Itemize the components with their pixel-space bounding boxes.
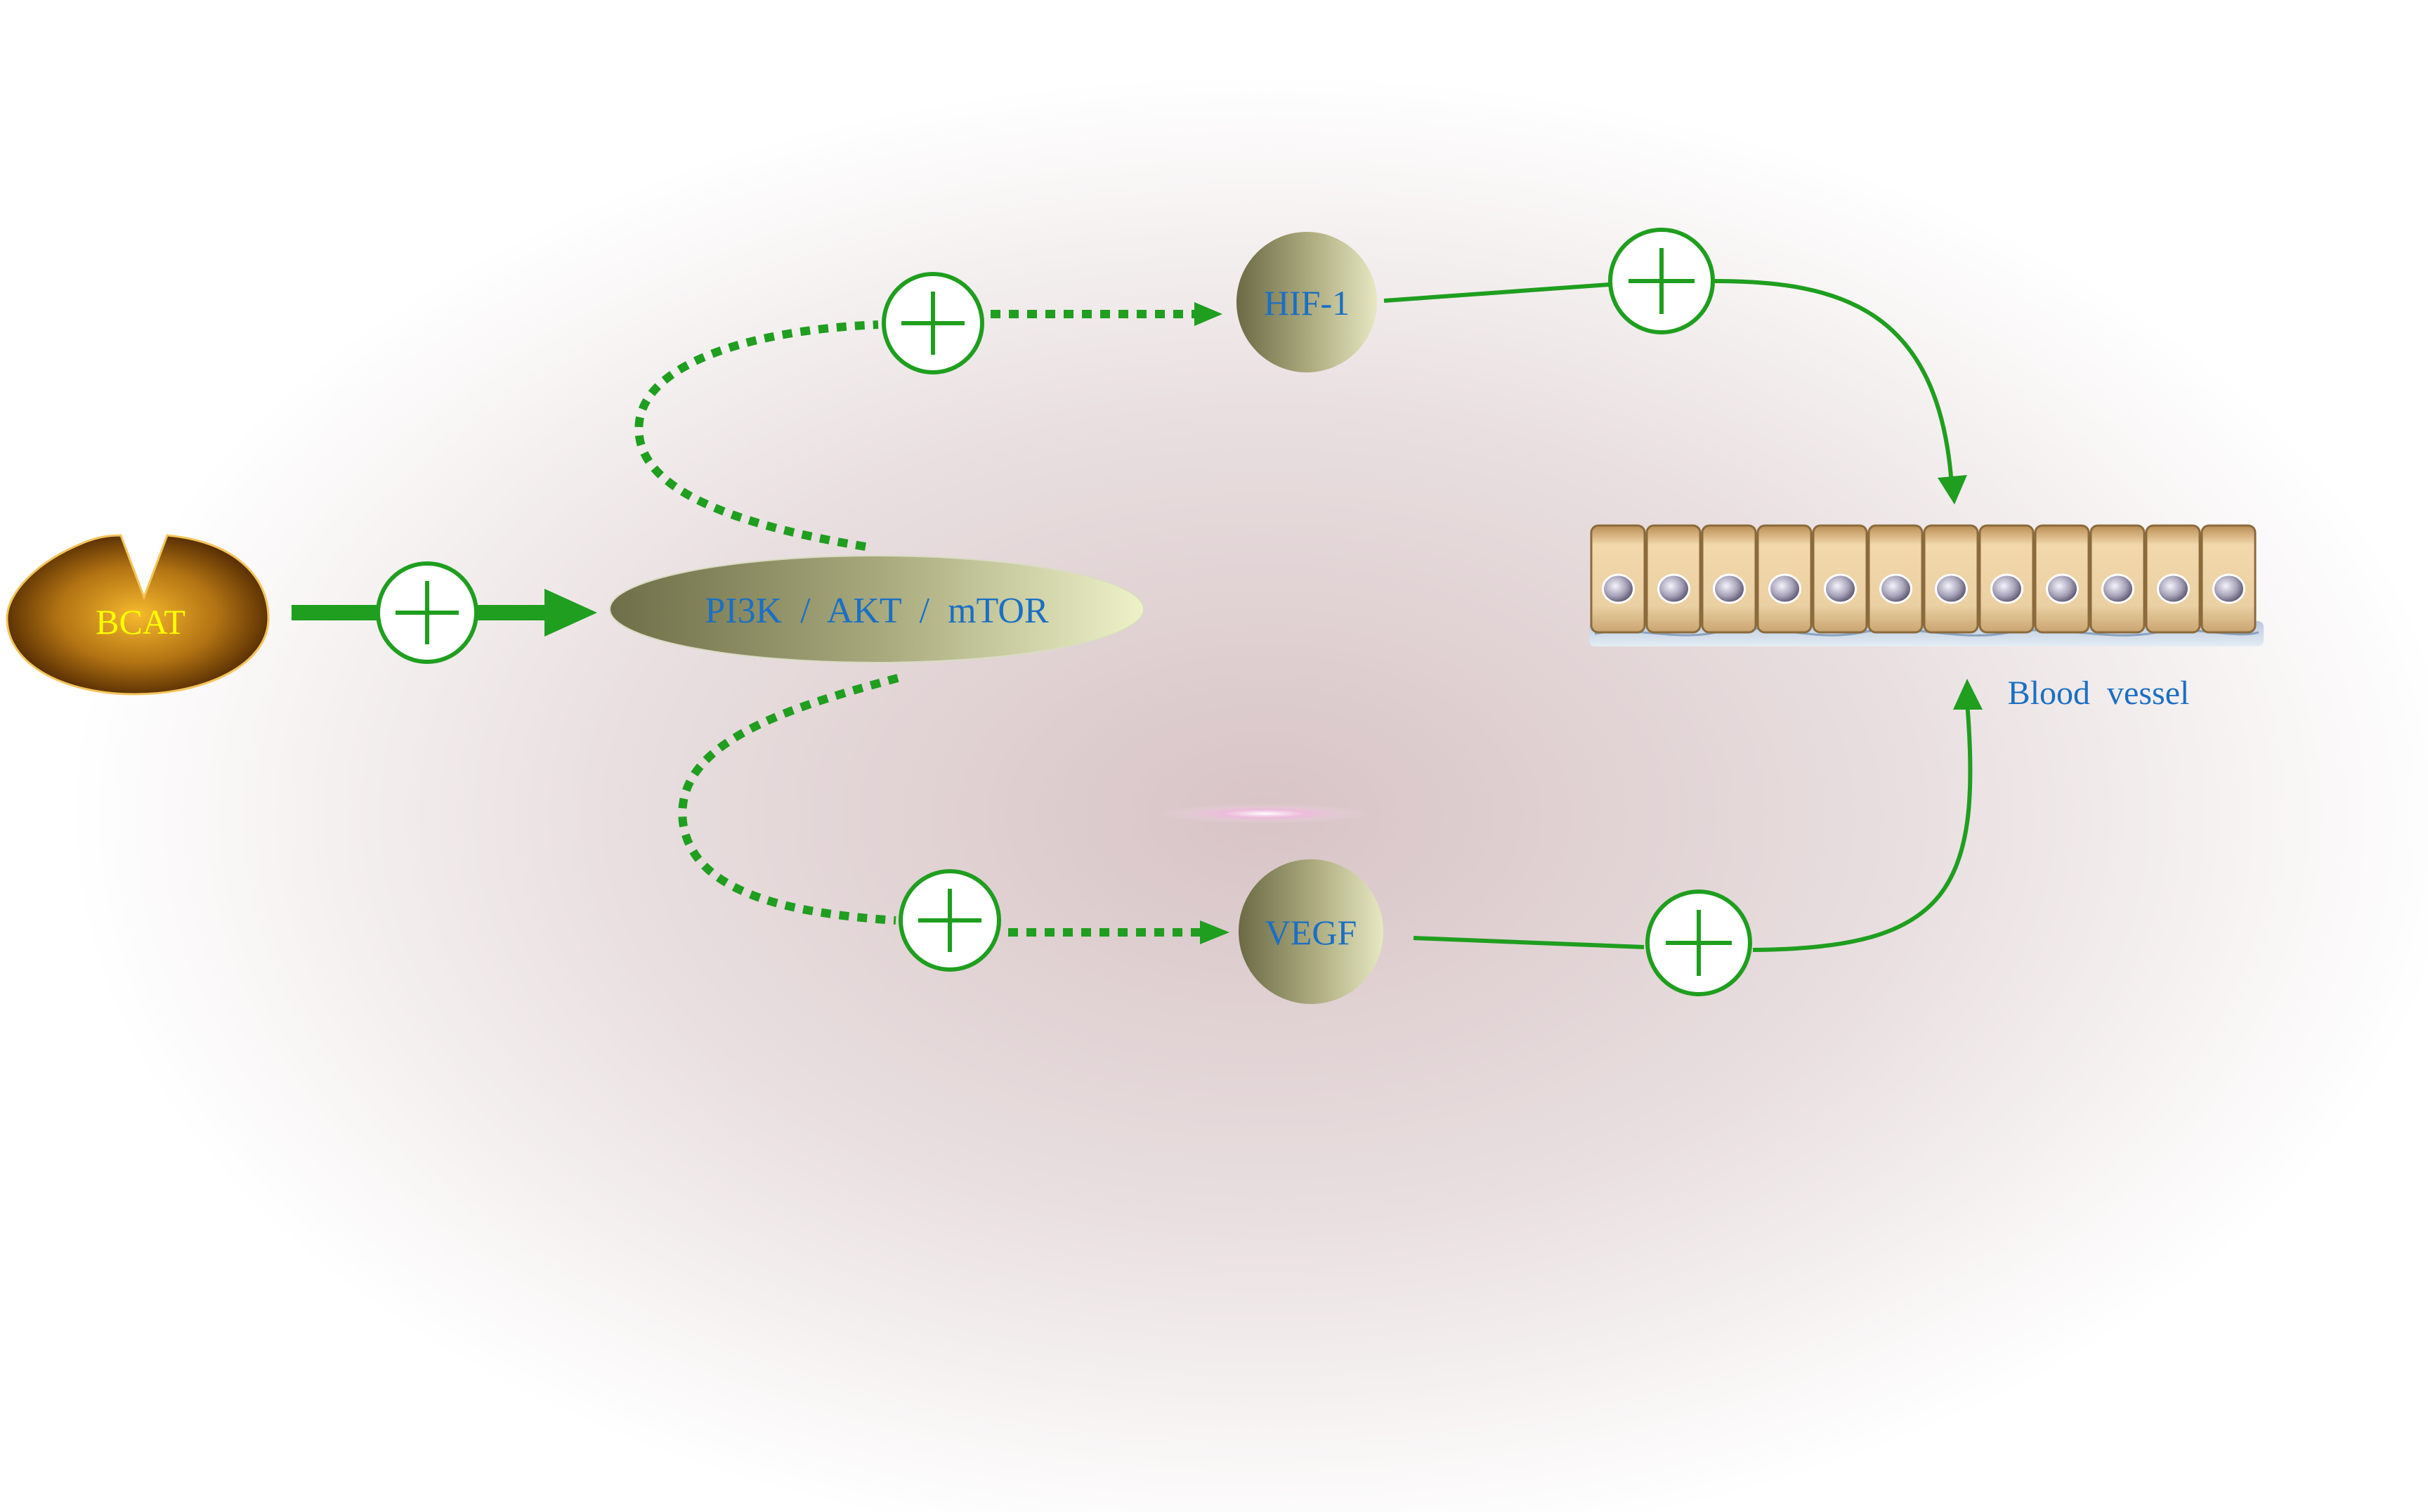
blood-vessel-label: Blood vessel [2008,674,2190,712]
edge-pathway-to-hif [634,302,1222,551]
plus-sign-pathway-hif [882,272,984,374]
hif-label: HIF-1 [1264,283,1350,322]
endothelial-cell [1645,524,1702,634]
bcat-node: BCAT [6,534,270,696]
plus-sign-vegf-vessel [1645,889,1752,996]
cell-nucleus [1935,573,1968,604]
bcat-label: BCAT [96,602,185,641]
plus-sign-hif-vessel [1608,228,1715,334]
edge-hif-to-vessel [1383,279,1967,504]
endothelial-cell [1812,524,1868,634]
cell-nucleus [1713,573,1746,604]
cell-nucleus [1602,573,1635,604]
cell-nucleus [1824,573,1857,604]
endothelial-cell [1756,524,1813,634]
endothelial-cell [2089,524,2146,634]
endothelial-cell [1701,524,1757,634]
endothelial-cell [1923,524,1979,634]
background-flare [1159,804,1370,823]
endothelial-cell-row [1590,524,2257,634]
cell-nucleus [2046,573,2079,604]
endothelial-cell [2145,524,2201,634]
endothelial-cell [2034,524,2090,634]
pathway-node: PI3K / AKT / mTOR [609,555,1144,663]
endothelial-cell [1978,524,2035,634]
vegf-node: VEGF [1239,859,1383,1004]
pathway-label: PI3K / AKT / mTOR [705,591,1049,631]
edge-bcat-to-pathway [292,589,597,637]
plus-sign-pathway-vegf [899,869,1001,972]
cell-nucleus [1768,573,1801,604]
endothelial-cell [1867,524,1924,634]
cell-nucleus [1990,573,2023,604]
cell-nucleus [2212,573,2245,604]
endothelial-cell [1590,524,1646,634]
cell-nucleus [1657,573,1690,604]
edge-pathway-to-vegf [678,674,1229,944]
cell-nucleus [2101,573,2134,604]
cell-nucleus [1879,573,1912,604]
hif-node: HIF-1 [1236,232,1377,372]
plus-sign-bcat-pathway [376,561,478,664]
vegf-label: VEGF [1265,913,1357,952]
blood-vessel-illustration [1589,524,2264,646]
cell-nucleus [2157,573,2190,604]
endothelial-cell [2200,524,2257,634]
edge-vegf-to-vessel [1413,679,1983,952]
